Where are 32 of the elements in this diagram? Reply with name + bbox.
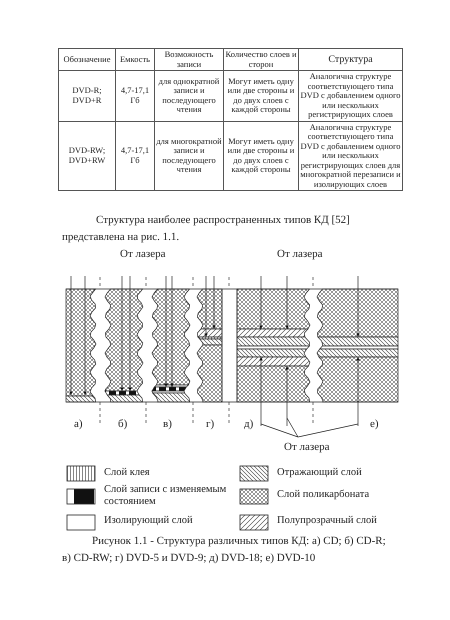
legend-label: Слой записи с изменяемым состоянием xyxy=(104,484,228,508)
panel-label: е) xyxy=(370,417,379,432)
table-cell: для многократной записи и последующего чтения xyxy=(154,121,224,190)
laser-label: От лазера xyxy=(277,247,322,262)
table-cell: 4,7-17,1 Гб xyxy=(116,70,154,121)
panel-label: г) xyxy=(206,417,214,432)
figure-caption: Рисунок 1.1 - Структура различных типов КД: а) CD; б) CD-R; в) CD-RW; г) DVD-5 и DVD-9; д) DVD-18; е) DVD-10 xyxy=(62,534,387,566)
table-cell: Возможность записи xyxy=(154,48,224,70)
table-cell: Емкость xyxy=(116,48,154,70)
table-cell: Количество слоев и сторон xyxy=(224,48,298,70)
laser-label: От лазера xyxy=(120,247,166,262)
table-cell: DVD-R; DVD+R xyxy=(58,70,116,121)
table-cell: Структура xyxy=(298,48,402,70)
panel-label: а) xyxy=(74,417,83,432)
table-cell: Могут иметь одну или две стороны и до двух слоев с каждой стороны xyxy=(224,121,298,190)
table-cell: для однократной записи и последующего чтения xyxy=(154,70,224,121)
laser-label: От лазера xyxy=(284,440,330,455)
legend-label: Слой поликарбоната xyxy=(277,489,370,501)
paragraph-text: Структура наиболее распространенных типов КД [52] представлена на рис. 1.1. xyxy=(62,213,351,245)
table-cell: 4,7-17,1 Гб xyxy=(116,121,154,190)
legend-label: Отражающий слой xyxy=(277,467,363,479)
table-cell: DVD-RW; DVD+RW xyxy=(58,121,116,190)
table-cell: Аналогична структуре соответствующего типа DVD с добавлением одного или нескольких регистрирующих слоев для многократной перезаписи и изолирующих слоев xyxy=(298,121,402,190)
table-cell: Аналогична структуре соответствующего типа DVD с добавлением одного или нескольких регистрирующих слоев xyxy=(298,70,402,121)
table-cell: Могут иметь одну или две стороны и до двух слоев с каждой стороны xyxy=(224,70,298,121)
legend-label: Слой клея xyxy=(104,467,151,479)
legend-label: Полупрозрачный слой xyxy=(277,515,378,527)
panel-label: д) xyxy=(244,417,254,432)
legend-label: Изолирующий слой xyxy=(104,515,194,527)
table-cell: Обозначение xyxy=(58,48,116,70)
panel-label: б) xyxy=(118,417,128,432)
panel-label: в) xyxy=(163,417,172,432)
